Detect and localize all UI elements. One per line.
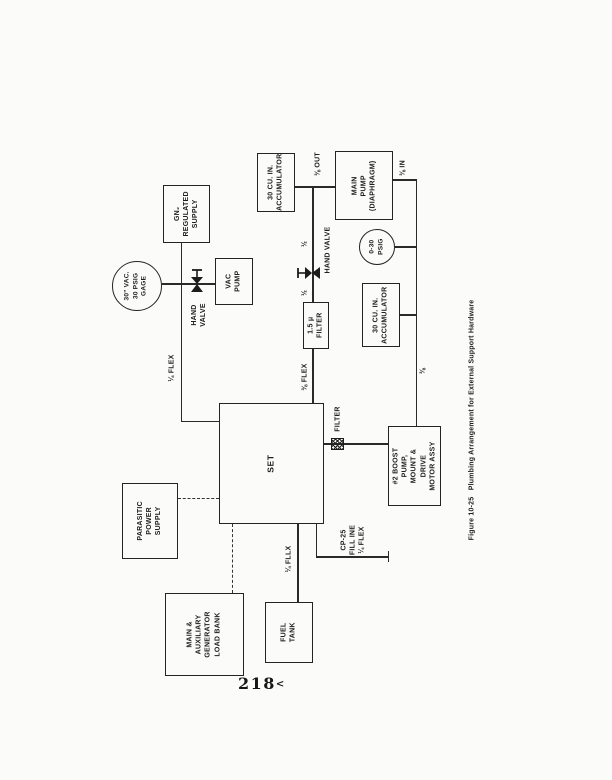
pipe-gage-to-vacpump [162, 283, 215, 285]
page-number: 218< [238, 674, 284, 693]
gn2-regulated-supply-box: GN₂ REGULATED SUPPLY [163, 185, 210, 243]
pipe-mid-vertical-lower [312, 349, 314, 404]
fill-line-end-tick [387, 551, 390, 562]
psig-gage-label: 0-30 PSIG [368, 238, 384, 256]
vac-gage-circle: 30" VAC. 30 PSIG GAGE [112, 261, 162, 311]
pipe-mid-vertical-upper [312, 187, 314, 303]
dashed-parasitic-to-set [178, 498, 219, 499]
gn2-regulated-supply-label: GN₂ REGULATED SUPPLY [173, 191, 200, 237]
pipe-mainpump-out-right [393, 179, 417, 181]
load-bank-box: MAIN & AUXILIARY GENERATOR LOAD BANK [165, 593, 244, 676]
pipe-right-vertical [415, 179, 418, 427]
psig-gage-circle: 0-30 PSIG [359, 229, 395, 265]
half-below-valve-label: ½ [301, 289, 309, 297]
inline-filter-icon [331, 438, 344, 450]
fill-line-label: CP-25 FILL INE ¼ FLEX [340, 524, 366, 556]
pipe-fill-vertical [315, 524, 318, 557]
set-label: SET [265, 454, 276, 473]
micron-filter-box: 1.5 μ FILTER [303, 302, 329, 349]
pipe-set-to-fueltank [297, 524, 299, 602]
pipe-accumulator2-connector [400, 314, 416, 316]
accumulator-right-label: 30 CU. IN. ACCUMULATOR [372, 286, 390, 344]
hand-valve-mid-icon [297, 267, 320, 279]
hand-valve-mid-label: HAND VALVE [324, 226, 332, 274]
fuel-tank-label: FUEL TANK [280, 622, 297, 643]
vac-pump-label: VAC PUMP [225, 270, 242, 293]
boost-pump-box: #2 BOOST PUMP, MOUNT & DRIVE MOTOR ASSY [388, 426, 441, 506]
accumulator-top-box: 30 CU. IN. ACCUMULATOR [257, 153, 295, 212]
accumulator-top-label: 30 CU. IN. ACCUMULATOR [267, 153, 285, 212]
pipe-left-vertical [180, 243, 183, 422]
parasitic-supply-label: PARASITIC POWER SUPPLY [137, 501, 163, 541]
boost-pump-label: #2 BOOST PUMP, MOUNT & DRIVE MOTOR ASSY [392, 441, 437, 491]
micron-filter-label: 1.5 μ FILTER [307, 312, 325, 339]
accumulator-right-box: 30 CU. IN. ACCUMULATOR [362, 283, 400, 347]
pipe-set-to-boost [324, 443, 388, 445]
main-pump-label: MAIN PUMP (DIAPHRAGM) [351, 160, 377, 211]
pipe-psig-connector [395, 246, 416, 248]
out-line-label: ⅜ OUT [314, 152, 322, 176]
half-above-valve-label: ½ [301, 240, 309, 248]
figure-caption: Figure 10-25 Plumbing Arrangement for Ex… [468, 299, 476, 541]
pipe-accumulator-to-mainpump [295, 186, 335, 188]
vac-gage-label: 30" VAC. 30 PSIG GAGE [124, 271, 149, 301]
parasitic-supply-box: PARASITIC POWER SUPPLY [122, 483, 178, 559]
fuel-tank-box: FUEL TANK [265, 602, 313, 663]
quarter-fllx-label: ¼ FLLX [285, 545, 293, 573]
filter-inline-label: FILTER [334, 406, 342, 432]
page-number-mark: < [275, 679, 285, 690]
main-pump-box: MAIN PUMP (DIAPHRAGM) [335, 151, 393, 220]
page-number-text: 218 [238, 674, 276, 693]
quarter-flex-left-label: ¼ FLEX [168, 354, 176, 382]
vac-pump-box: VAC PUMP [215, 258, 253, 305]
load-bank-label: MAIN & AUXILIARY GENERATOR LOAD BANK [187, 611, 222, 658]
three-eighths-right-label: ⅜ [419, 367, 427, 375]
in-line-label: ⅜ IN [399, 160, 407, 176]
pipe-fill-horizontal [315, 556, 389, 558]
pipe-left-into-set [180, 420, 220, 423]
three-eighths-flex-label: ⅜ FLEX [301, 363, 309, 391]
set-box: SET [219, 403, 324, 524]
dashed-set-to-loadbank [231, 524, 233, 593]
hand-valve-left-label: HAND VALVE [190, 303, 207, 327]
hand-valve-left-icon [191, 269, 203, 292]
